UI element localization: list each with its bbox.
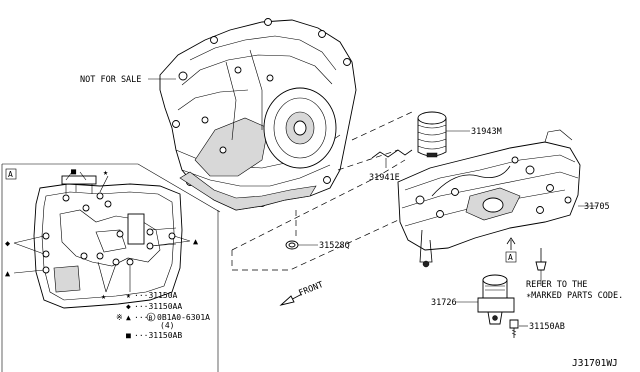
tube-part-label: 31941E [369,173,400,183]
legend-square-symbol: ■ [126,331,131,340]
legend-row3-dots: ··· [134,313,148,322]
star-mark-top: ★ [103,168,108,178]
legend-star-symbol: ★ [126,291,131,300]
seal-part-label: 31528Q [319,241,350,251]
legend-asterisk-symbol: ※ [116,313,123,322]
seal-31528q[interactable] [285,240,299,250]
solenoid-31726[interactable] [477,274,515,325]
valve-body-dash-lower [231,209,421,271]
valve-body-dash-upper [231,159,406,251]
view-a-letter: A [8,170,13,179]
star-mark-bottom: ★ [101,292,106,302]
triangle-mark-left: ▲ [5,269,11,279]
front-arrow [279,293,303,306]
not-for-sale-label: NOT FOR SALE [80,75,141,85]
view-a-ref-letter: A [508,253,513,262]
legend-triangle-symbol: ▲ [126,313,131,322]
legend-row2-text: ···31150AA [134,302,182,311]
plate-bolts[interactable] [42,192,176,274]
filter-part-label: 31943M [471,127,502,137]
triangle-mark-right: ▲ [193,237,199,247]
tube-31941e[interactable] [371,149,413,159]
valve-plate-outline[interactable] [33,175,183,309]
bolt-part-label: 31150AB [529,322,565,332]
refer-note-line2: ∗MARKED PARTS CODE. [526,291,623,301]
front-label: FRONT [297,280,324,299]
refer-note-line1: REFER TO THE [526,280,587,290]
legend-diamond-symbol: ◆ [126,302,131,311]
bolt-31150ab[interactable] [509,319,519,338]
inset-callout-lines [13,171,191,293]
filter-dash [351,111,413,141]
legend-row1-text: ···31150A [134,291,178,300]
legend-row4-text: ···31150AB [134,331,182,340]
legend-row3-code: 0B1A0-6301A [157,313,210,322]
view-a-arrow [506,237,516,250]
legend-row3-qty: (4) [160,321,174,330]
view-a-ref-box[interactable] [505,251,517,263]
square-mark-top: ■ [71,167,77,177]
valve-body-31705[interactable] [397,129,581,268]
diamond-mark-left: ◆ [5,239,11,249]
fastener-legend: ★ ···31150A ◆ ···31150AA ※ ▲ ··· B 0B1A0… [116,291,210,340]
view-a-inset [1,163,221,372]
bolt-with-asterisk[interactable] [535,248,547,271]
tube-dash [337,149,399,171]
legend-bolt-mark: B [149,314,153,322]
transmission-case[interactable] [159,18,357,211]
filter-31943m[interactable] [417,111,447,158]
valve-body-part-label: 31705 [584,202,610,212]
diagram-code: J31701WJ [572,358,618,369]
solenoid-part-label: 31726 [431,298,457,308]
view-a-box[interactable] [5,168,17,180]
legend-bolt-circle [146,312,156,322]
